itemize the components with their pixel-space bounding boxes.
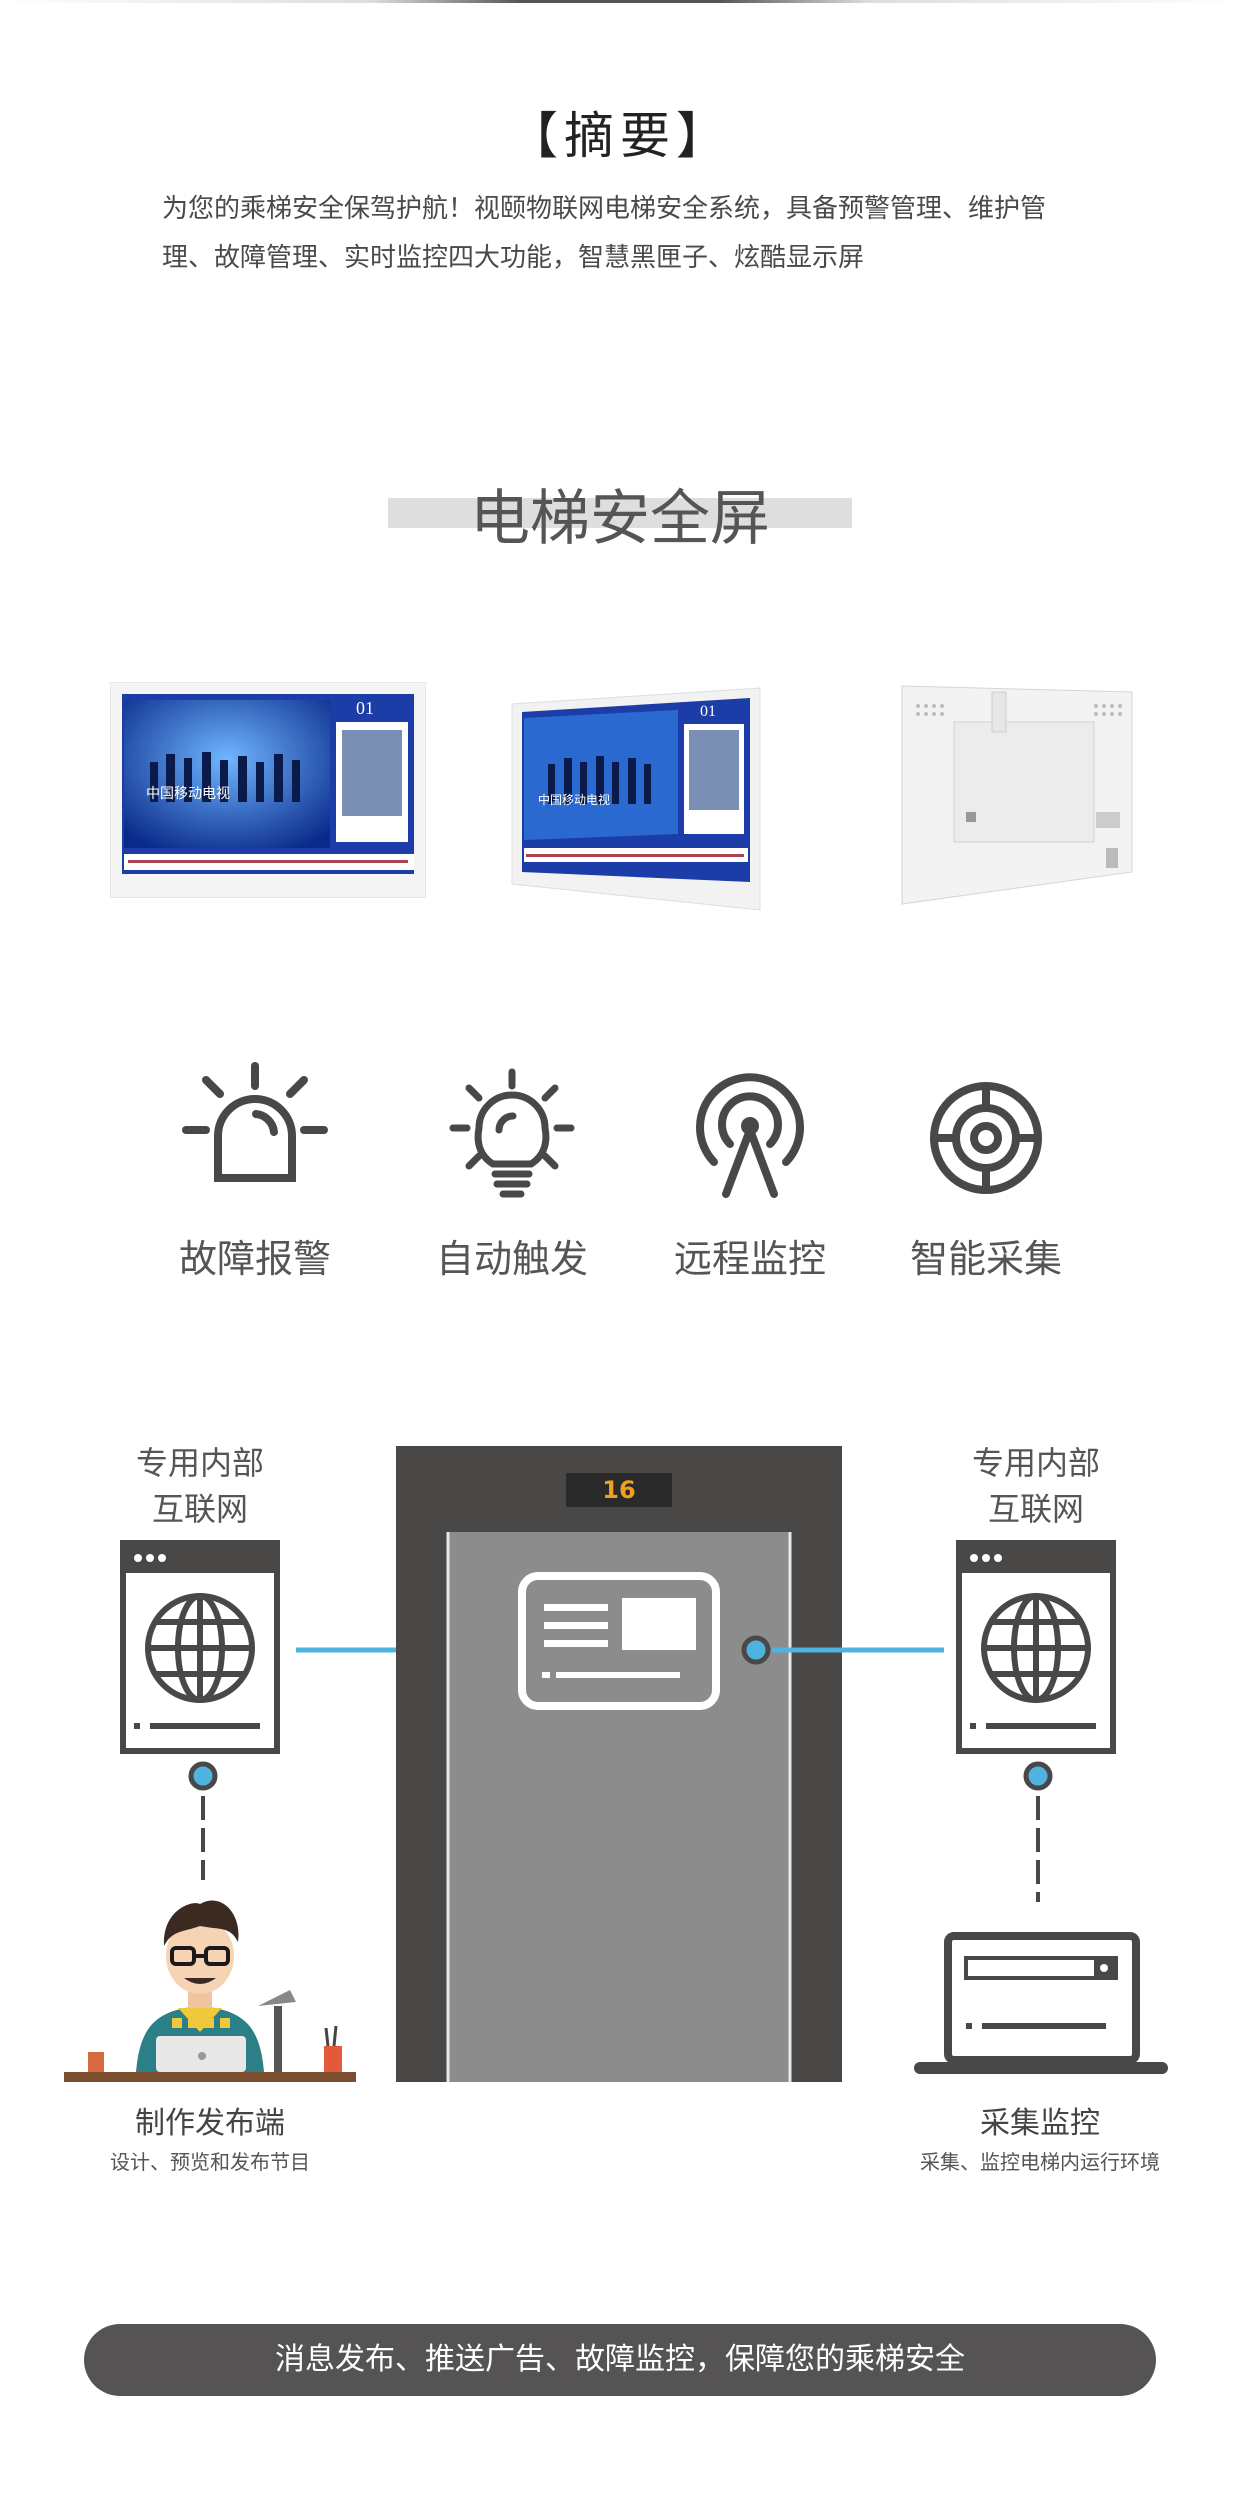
abstract-text: 为您的乘梯安全保驾护航！视颐物联网电梯安全系统，具备预警管理、维护管理、故障管理… <box>162 194 1047 273</box>
designer-illustration <box>64 1900 356 2082</box>
top-divider <box>0 0 1240 3</box>
feature-label-auto-trigger: 自动触发 <box>435 1237 588 1281</box>
screen-back-image <box>901 685 1133 905</box>
screen-front-image: 中国移动电视 01 <box>109 681 427 899</box>
feature-alarm: 故障报警 <box>135 1060 375 1290</box>
right-caption-main: 采集监控 <box>980 2106 1100 2141</box>
screen-number: 01 <box>700 703 716 720</box>
section-title: 电梯安全屏 <box>470 484 770 554</box>
floor-indicator: 16 <box>566 1473 672 1507</box>
screen-angled-image: 中国移动电视 01 <box>511 687 761 911</box>
elevator <box>396 1446 842 2082</box>
signal-tower-icon <box>696 1073 804 1198</box>
left-network-line2: 互联网 <box>151 1490 248 1528</box>
product-screen-angled: 中国移动电视 01 <box>508 684 764 914</box>
left-caption-main: 制作发布端 <box>135 2106 285 2141</box>
right-caption-sub: 采集、监控电梯内运行环境 <box>920 2150 1160 2174</box>
product-screen-back <box>896 682 1134 908</box>
laptop-icon <box>914 1932 1168 2074</box>
light-bulb-icon <box>449 1068 575 1198</box>
right-network-line2: 互联网 <box>987 1490 1084 1528</box>
section-title-band <box>388 498 852 528</box>
feature-smart-collect: 智能采集 <box>866 1060 1106 1290</box>
left-browser-globe-icon <box>120 1540 280 1754</box>
feature-label-alarm: 故障报警 <box>178 1237 331 1281</box>
right-vertical-connector <box>1023 1761 1053 1902</box>
target-icon <box>930 1082 1042 1194</box>
feature-label-remote-monitor: 远程监控 <box>673 1237 826 1281</box>
right-network-label: 专用内部 互联网 <box>926 1440 1146 1532</box>
right-network-line1: 专用内部 <box>971 1444 1100 1482</box>
product-screen-front: 中国移动电视 01 <box>109 681 427 899</box>
left-vertical-connector <box>188 1761 218 1880</box>
right-connector-line <box>741 1635 944 1665</box>
left-network-label: 专用内部 互联网 <box>90 1440 310 1532</box>
feature-auto-trigger: 自动触发 <box>392 1060 632 1290</box>
feature-remote-monitor: 远程监控 <box>630 1060 870 1290</box>
left-network-line1: 专用内部 <box>135 1444 264 1482</box>
screen-number: 01 <box>356 698 374 718</box>
feature-label-smart-collect: 智能采集 <box>909 1237 1062 1281</box>
alarm-light-icon <box>182 1062 328 1182</box>
left-caption-sub: 设计、预览和发布节目 <box>110 2150 310 2174</box>
slogan-bar: 消息发布、推送广告、故障监控，保障您的乘梯安全 <box>84 2324 1156 2396</box>
right-browser-globe-icon <box>956 1540 1116 1754</box>
abstract-title: 【摘要】 <box>508 107 732 165</box>
elevator-illustration <box>396 1446 842 2082</box>
screen-caption: 中国移动电视 <box>538 792 610 807</box>
screen-caption: 中国移动电视 <box>146 785 230 801</box>
